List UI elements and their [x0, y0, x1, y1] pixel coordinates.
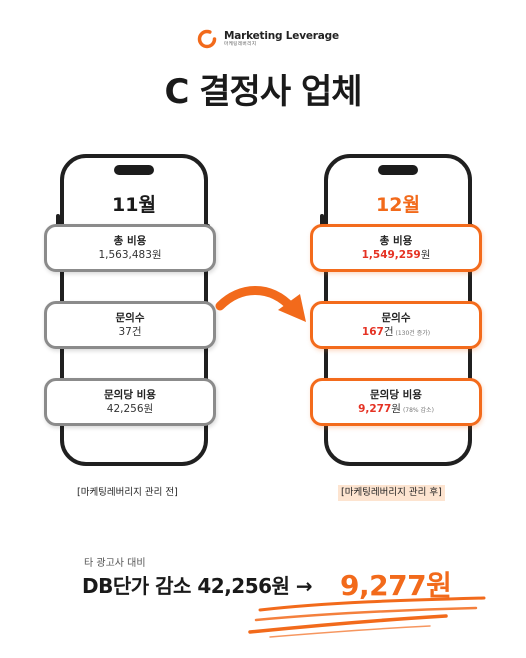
- card-total-cost-after: 총 비용 1,549,259원: [310, 224, 482, 272]
- logo-ring-icon: [197, 29, 217, 49]
- card-value-highlight: 1,549,259: [361, 249, 421, 261]
- phone-side-button: [320, 214, 324, 232]
- logo-subtitle: 마케팅레버리지: [224, 42, 257, 47]
- phone-notch: [378, 165, 418, 175]
- summary-footnote: 타 광고사 대비: [84, 558, 146, 569]
- card-label: 문의수: [381, 312, 411, 324]
- card-value-unit: 원: [391, 403, 401, 415]
- phone-notch: [114, 165, 154, 175]
- brand-logo: Marketing Leverage 마케팅레버리지: [196, 28, 339, 50]
- card-value-highlight: 167: [361, 326, 384, 338]
- phone-side-button: [56, 214, 60, 232]
- card-value-note: (130건 증가): [395, 330, 431, 337]
- logo-name: Marketing Leverage: [224, 29, 339, 42]
- card-cost-per-inquiry-before: 문의당 비용 42,256원: [44, 378, 216, 426]
- card-label: 문의수: [115, 312, 145, 324]
- card-cost-per-inquiry-after: 문의당 비용 9,277원(78% 감소): [310, 378, 482, 426]
- card-label: 총 비용: [113, 235, 147, 247]
- month-label-before: 11월: [112, 194, 156, 216]
- page-title: C 결정사 업체: [164, 72, 362, 112]
- card-label: 문의당 비용: [370, 389, 422, 401]
- caption-after: [마케팅레버리지 관리 후]: [338, 485, 445, 501]
- month-label-after: 12월: [376, 194, 420, 216]
- card-value-note: (78% 감소): [402, 407, 434, 414]
- brush-underline-icon: [248, 596, 486, 638]
- card-value: 42,256원: [106, 403, 154, 415]
- caption-before: [마케팅레버리지 관리 전]: [77, 487, 178, 498]
- card-label: 총 비용: [379, 235, 413, 247]
- curved-arrow-icon: [215, 286, 306, 322]
- card-total-cost-before: 총 비용 1,563,483원: [44, 224, 216, 272]
- summary-text: DB단가 감소 42,256원 →: [82, 574, 313, 598]
- card-value-highlight: 9,277: [358, 403, 392, 415]
- card-value-unit: 원: [420, 249, 431, 261]
- card-value-unit: 건: [383, 326, 394, 338]
- card-label: 문의당 비용: [104, 389, 156, 401]
- card-value: 1,563,483원: [98, 249, 162, 261]
- card-value: 37건: [118, 326, 142, 338]
- summary-highlight: 9,277원: [340, 569, 452, 602]
- card-inquiries-after: 문의수 167건(130건 증가): [310, 301, 482, 349]
- card-inquiries-before: 문의수 37건: [44, 301, 216, 349]
